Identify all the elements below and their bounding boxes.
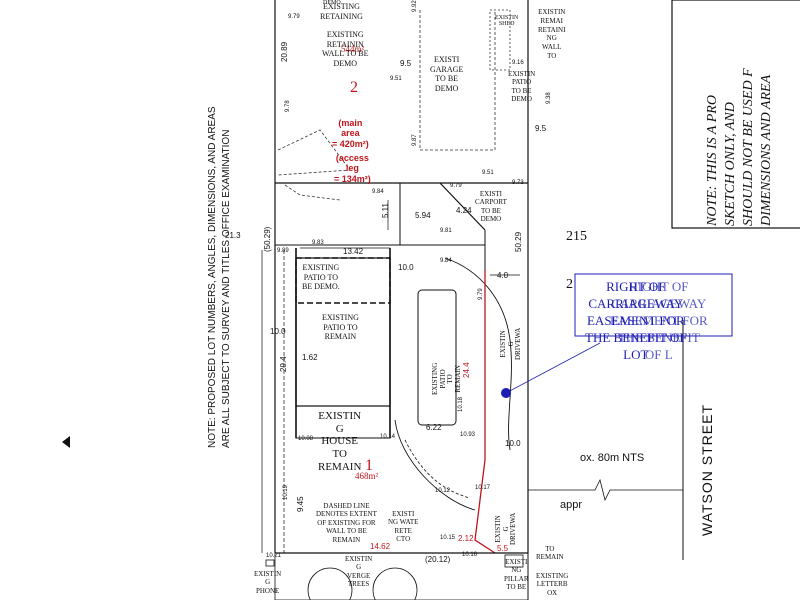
dim: 21.3 [225,231,241,240]
dim: 10.21 [266,553,282,559]
dim: 9.16 [512,60,524,66]
easement-label: RIGHT OF CARRIAGEWAY EASEMENT FOR THE BE… [585,279,687,362]
dim: 10.0 [270,327,286,336]
lot-2-edge-label: 2 [566,277,573,292]
note-right-line-4: DIMENSIONS AND AREA [759,74,774,226]
phone-icon [265,559,275,567]
note-right-line-2: SKETCH ONLY, AND [723,102,738,226]
lot-1-number: 1 [365,457,373,474]
dim: 6.22 [426,423,442,432]
dim: 10.19 [283,484,289,500]
retaining-wall-demo-label: EXISTING RETAININ WALL TO BE DEMO [322,30,369,68]
dim: 9.92 [412,0,418,12]
dim: 10.17 [475,485,491,491]
dim-red: 24.4 [462,362,471,378]
dim: 4.0 [497,271,509,280]
dim: 9.84 [440,258,452,264]
to-remain-label: TO REMAIN [536,545,564,562]
dim: 5.11 [381,203,390,218]
dashed-line-note: DASHED LINE DENOTES EXTENT OF EXISTING F… [316,502,377,544]
dim: 9.5 [535,124,547,133]
dim: 10.93 [460,432,476,438]
pillar-label: EXISTI NG PILLAR TO BE [504,558,529,592]
phone-label: EXISTIN G PHONE [254,570,282,595]
carport-label: EXISTI CARPORT TO BE DEMO [475,190,507,224]
concrete-label: EXISTI NG WATE RETE CTO [388,510,419,544]
lot-2-access-leg: (access leg = 134m²) [334,153,371,184]
dim: 13.42 [343,247,364,256]
dim: 9.79 [288,14,300,20]
house-label: EXISTIN G HOUSE TO REMAIN [318,410,362,473]
easement-label-overlap: RIGHT OF CARRIAGEWAY EASEMENT FOR THE BE… [610,279,708,362]
dim: 9.51 [390,76,402,82]
dim: 10.15 [440,535,456,541]
existing-retaining-label: EXISTING RETAINING [320,2,363,21]
dim: 9.73 [512,180,524,186]
patio-demo-label: EXISTING PATIO TO BE DEMO. [302,263,340,292]
lot-215-label: 215 [566,229,587,244]
dim: 10.0 [505,439,521,448]
dim: 9.5 [400,59,412,68]
lot-2-overlay-area: 544m² [341,44,365,54]
dim: (50.29) [263,226,272,252]
note-box [671,0,800,229]
patio-remain-label: EXISTING PATIO TO REMAIN [322,313,359,342]
verge-trees-label: EXISTIN G VERGE TREES [345,555,373,589]
patio-demo-top-label: EXISTIN PATIO TO BE DEMO [508,70,536,104]
street-name: WATSON STREET [699,404,715,536]
dim: 29.4 [279,356,288,372]
dim-red: 5.5 [497,544,509,553]
dim: 4.24 [456,206,472,215]
lot-2-main-area: (main area = 420m²) [332,118,369,149]
patio-remain-vertical-label: EXISTING PATIO TO REMAIN [431,362,463,395]
demo-top-label: DEMO [323,0,341,6]
lot-1-area: 468m² [355,471,379,481]
dim-red: 14.62 [370,542,391,551]
dim: 9.51 [482,170,494,176]
dim: 1.62 [302,353,318,362]
dim-red: 2.12 [458,534,474,543]
dim: 9.84 [372,189,384,195]
easement-dot [501,388,511,398]
survey-note-line-2: ARE ALL SUBJECT TO SURVEY AND TITLES OFF… [221,129,232,448]
driveway-label-a: EXISTIN G DRIVEWA [499,327,523,360]
dim: 10.0 [398,263,414,272]
survey-note-line-1: NOTE: PROPOSED LOT NUMBERS, ANGLES, DIME… [207,106,218,448]
verge-tree-2 [372,567,418,600]
easement-box [574,273,733,337]
dim: 9.78 [285,100,291,112]
dim: 10.12 [435,488,451,494]
shed-label: EXISTIN SHED [495,15,519,27]
garage-label: EXISTI GARAGE TO BE DEMO [430,55,464,93]
north-arrow-icon [62,436,70,448]
dim: 10.14 [380,434,396,440]
dim: 9.79 [478,288,484,300]
dim: 9.87 [412,134,418,146]
dim: 5.94 [415,211,431,220]
dim: 10.16 [462,552,478,558]
dim: 9.45 [296,496,305,512]
letterbox-label: EXISTING LETTERB OX [536,572,569,597]
scale-note: ox. 80m NTS [580,452,645,464]
lot-2-number: 2 [350,79,358,96]
dim: 20.89 [280,41,289,62]
dim: 10.08 [298,436,314,442]
easement-leader [505,342,601,394]
note-right-line-3: SHOULD NOT BE USED F [741,68,756,226]
dim: 9.83 [312,240,324,246]
dim: 50.29 [514,231,523,252]
note-right-line-1: NOTE: THIS IS A PRO [705,95,720,226]
dim: 9.89 [277,248,289,254]
access-leg-boundary [474,270,496,554]
dim: (20.12) [425,555,451,564]
dim: 10.18 [458,396,464,412]
dim: 9.38 [546,92,552,104]
verge-tree-1 [307,567,353,600]
appr-label: appr [560,499,583,511]
dim: 9.81 [440,228,452,234]
remaining-retaining-wall-label: EXISTIN REMAI RETAINI NG WALL TO [538,8,566,60]
dim: 9.79 [450,183,462,189]
driveway-label-b: EXISTIN G DRIVEWA [494,512,518,545]
